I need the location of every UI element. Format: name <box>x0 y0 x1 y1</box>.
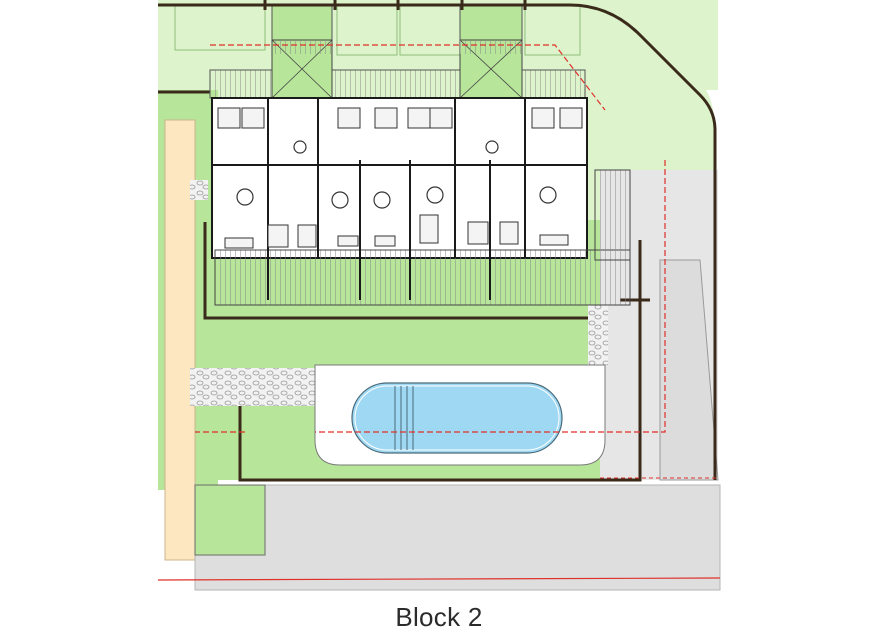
site-plan <box>157 0 721 591</box>
gravel-path-left <box>190 180 208 200</box>
gravel-path-mid <box>190 368 315 406</box>
block-caption: Block 2 <box>395 602 483 632</box>
building <box>209 39 631 306</box>
gravel-path-top <box>588 305 608 365</box>
site-boundary-bottom <box>157 577 721 581</box>
site-boundary <box>195 44 666 433</box>
swimming-pool <box>351 382 563 454</box>
boundary-walls <box>158 0 717 482</box>
